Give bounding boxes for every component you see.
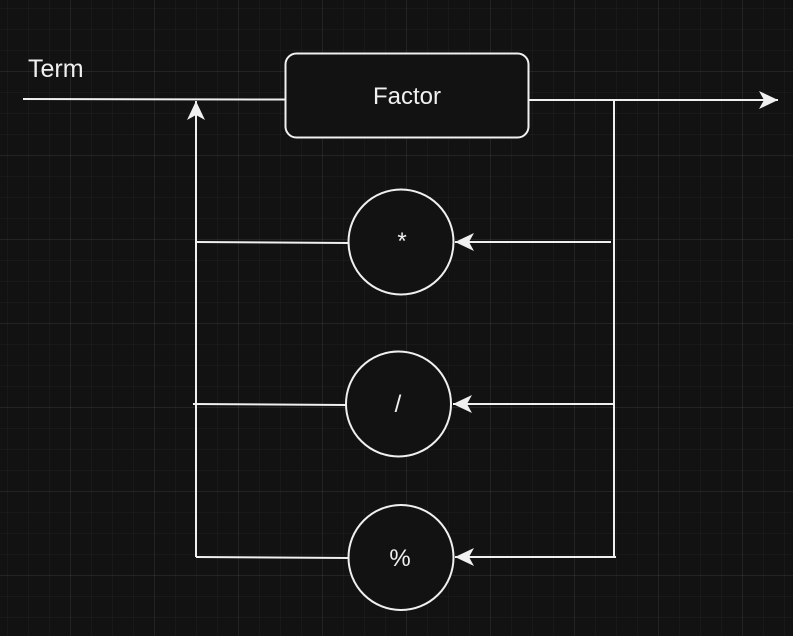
factor-label: Factor xyxy=(373,83,441,110)
branch-line-modulo xyxy=(195,556,350,559)
multiply-label: * xyxy=(397,228,406,255)
multiply-node xyxy=(347,188,455,296)
factor-box xyxy=(284,52,530,139)
diagram-title: Term xyxy=(28,55,84,83)
divide-label: / xyxy=(395,391,402,418)
branch-line-divide xyxy=(192,403,347,406)
divide-node xyxy=(345,350,452,458)
modulo-label: % xyxy=(389,545,410,572)
entry-line xyxy=(22,98,287,101)
modulo-node xyxy=(347,504,455,611)
branch-line-multiply xyxy=(195,241,350,244)
